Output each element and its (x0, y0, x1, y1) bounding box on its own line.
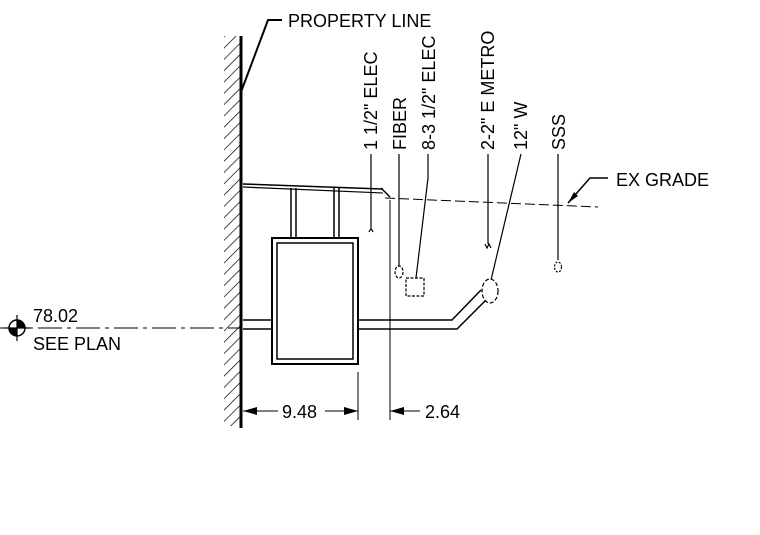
vault-inner (276, 242, 354, 360)
canopy-edge (380, 187, 391, 198)
vault-outer (271, 237, 359, 365)
utility-label-e-metro: 2-2" E METRO (478, 31, 498, 150)
utility-marker-elec-1-1-2 (368, 154, 374, 233)
elevation-target-icon (4, 315, 30, 341)
ex-grade-leader (567, 177, 608, 204)
utility-marker-e-metro (484, 154, 492, 250)
pipe-right-bottom (358, 297, 489, 330)
pipe-right-top (358, 289, 482, 321)
dimension-2-64 (390, 407, 420, 415)
utility-label-elec-1-1-2: 1 1/2" ELEC (361, 52, 381, 150)
utility-label-12-water: 12" W (511, 102, 531, 150)
utility-label-sss: SSS (549, 114, 569, 150)
existing-grade-line (384, 197, 599, 208)
property-line-leader (240, 19, 282, 93)
canopy-bottom (242, 186, 384, 194)
utility-marker-12-water (481, 153, 522, 304)
property-wall-hatch (224, 36, 241, 426)
utility-label-fiber: FIBER (390, 97, 410, 150)
utility-label-elec-8-3-1-2: 8-3 1/2" ELEC (419, 36, 439, 150)
dimension-label-left: 9.48 (282, 402, 317, 422)
ex-grade-label: EX GRADE (616, 170, 709, 190)
elevation-value: 78.02 (33, 306, 78, 326)
property-line-label: PROPERTY LINE (288, 11, 431, 31)
utility-marker-fiber (394, 154, 404, 279)
canopy-top (242, 183, 384, 190)
utility-marker-sss (553, 154, 563, 273)
utility-marker-elec-8-3-1-2 (405, 154, 429, 297)
ex-grade-arrowhead (568, 192, 578, 203)
see-plan-note: SEE PLAN (33, 334, 121, 354)
dimension-label-right: 2.64 (425, 402, 460, 422)
dimension-9-48 (243, 407, 358, 415)
